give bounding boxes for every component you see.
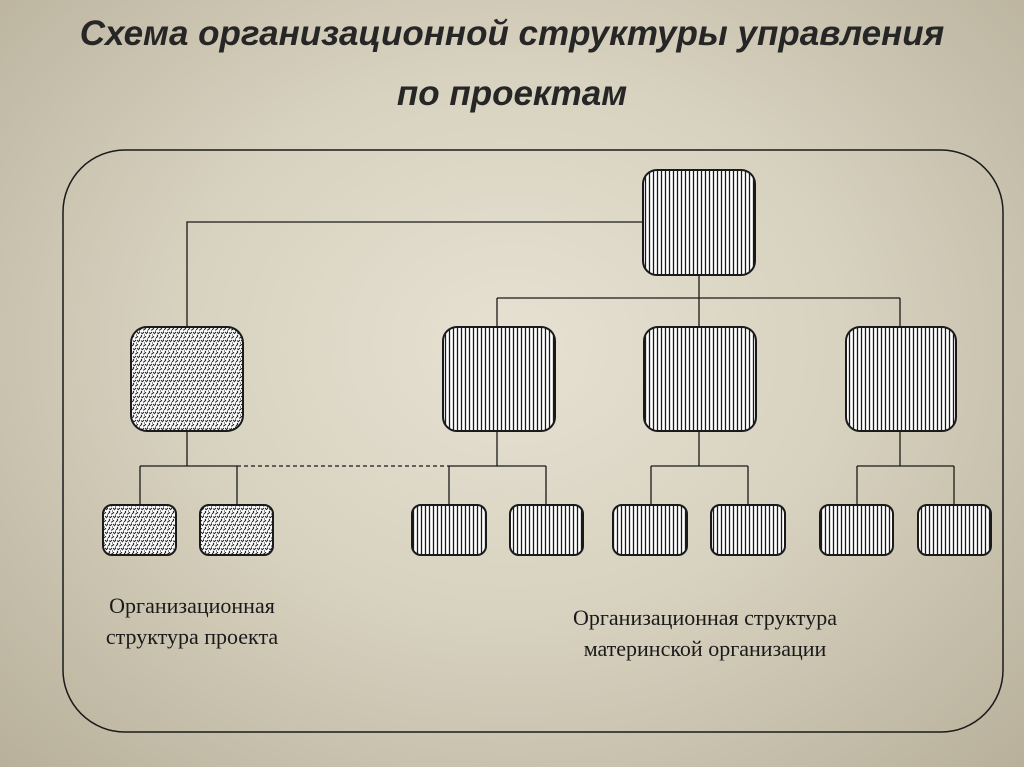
connector-lines xyxy=(139,221,955,505)
caption-parent-line-1: Организационная структура xyxy=(573,605,837,630)
department-box-1 xyxy=(442,326,556,432)
caption-project-line-1: Организационная xyxy=(109,593,275,618)
department-2-unit-box-2 xyxy=(710,504,786,556)
department-3-unit-box-1 xyxy=(819,504,894,556)
project-unit-box-2 xyxy=(199,504,274,556)
department-1-unit-box-1 xyxy=(411,504,487,556)
title-line-1: Схема организационной структуры управлен… xyxy=(79,14,945,53)
project-manager-box xyxy=(130,326,244,432)
title-line-2: по проектам xyxy=(396,74,628,113)
project-unit-box-1 xyxy=(102,504,177,556)
department-1-unit-box-2 xyxy=(509,504,584,556)
outer-frame xyxy=(62,149,1004,733)
department-box-2 xyxy=(643,326,757,432)
slide-title: Схема организационной структуры управлен… xyxy=(0,4,1024,124)
caption-parent-structure: Организационная структура материнской ор… xyxy=(500,602,910,664)
department-box-3 xyxy=(845,326,957,432)
top-management-box xyxy=(642,169,756,276)
caption-project-line-2: структура проекта xyxy=(105,624,279,649)
caption-parent-line-2: материнской организации xyxy=(583,636,827,661)
department-2-unit-box-1 xyxy=(612,504,688,556)
caption-project-structure: Организационная структура проекта xyxy=(62,590,322,652)
department-3-unit-box-2 xyxy=(917,504,992,556)
